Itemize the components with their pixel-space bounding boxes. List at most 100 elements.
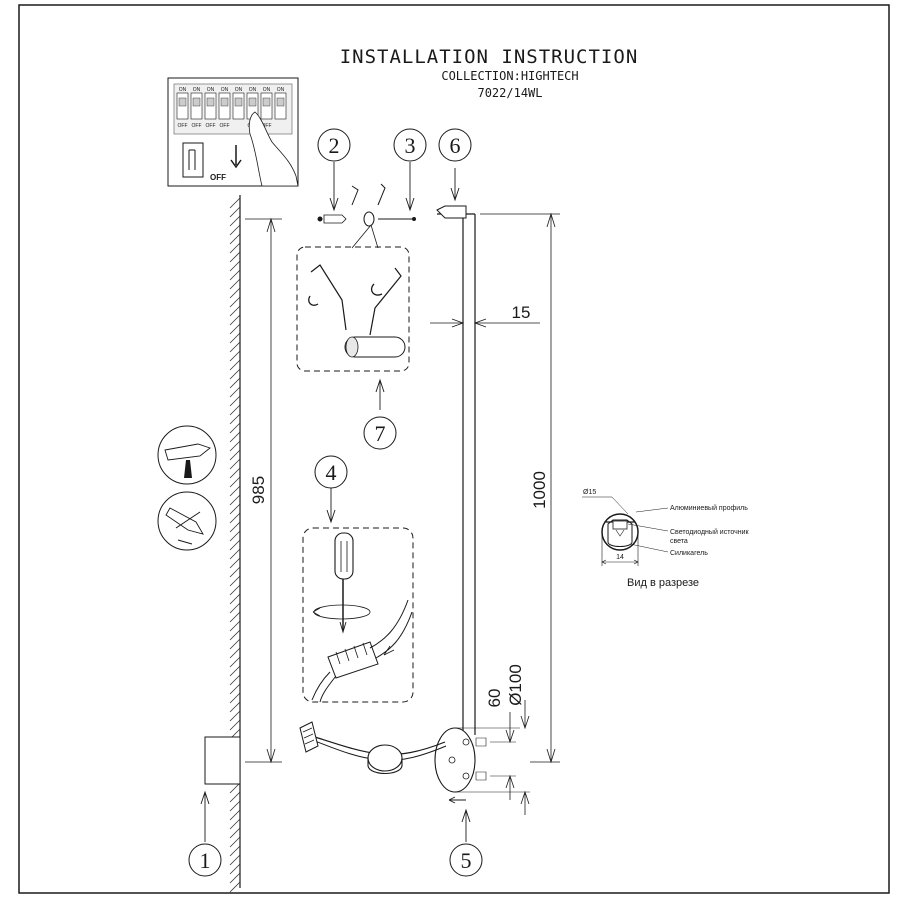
- cross-section-width: 14: [616, 554, 624, 561]
- wall-hatching: [229, 197, 241, 893]
- hatch-line: [229, 323, 241, 335]
- callout-1: 1: [188, 843, 222, 877]
- cross-section-diameter: Ø15: [583, 489, 596, 496]
- hatch-line: [229, 575, 241, 587]
- hatch-line: [229, 413, 241, 425]
- breaker-on-label: ON: [235, 87, 243, 93]
- hatch-line: [229, 629, 241, 641]
- hatch-line: [229, 305, 241, 317]
- hatch-line: [229, 485, 241, 497]
- breaker-off-label: OFF: [262, 123, 272, 129]
- breaker-toggle: [276, 97, 285, 107]
- callout-5-number: 5: [461, 848, 472, 873]
- base-diameter-label: Ø100: [506, 664, 525, 706]
- callout-6-number: 6: [450, 133, 461, 158]
- page-border: [18, 4, 890, 894]
- hex-key-illustration: [308, 264, 406, 358]
- hatch-line: [229, 863, 241, 875]
- breaker-off-label: OFF: [178, 123, 188, 129]
- hatch-line: [229, 386, 241, 398]
- hatch-line: [229, 818, 241, 830]
- breaker-on-label: ON: [249, 87, 257, 93]
- label-led-source-2: света: [670, 538, 688, 545]
- main-off-label: OFF: [210, 173, 226, 182]
- hatch-line: [229, 440, 241, 452]
- breaker-on-label: ON: [179, 87, 187, 93]
- hatch-line: [229, 242, 241, 254]
- hatch-line: [229, 530, 241, 542]
- breaker-toggle: [220, 97, 229, 107]
- hatch-line: [229, 548, 241, 560]
- callout-4-number: 4: [326, 460, 337, 485]
- hatch-line: [229, 503, 241, 515]
- wall-mount-box: [204, 736, 241, 785]
- hatch-line: [229, 791, 241, 803]
- wall: [229, 195, 241, 893]
- hatch-line: [229, 845, 241, 857]
- detail-panel-hexkey: [296, 246, 410, 372]
- callout-5: 5: [449, 843, 483, 877]
- detail-leader: [370, 224, 379, 249]
- cross-section-caption: Вид в разрезе: [627, 577, 699, 589]
- breaker-on-label: ON: [221, 87, 229, 93]
- cut-warning-icon: [157, 491, 217, 551]
- breaker-off-label: OFF: [206, 123, 216, 129]
- mounting-hardware: [317, 183, 416, 227]
- breaker-toggle: [248, 97, 257, 107]
- hatch-line: [229, 332, 241, 344]
- hatch-line: [229, 368, 241, 380]
- length-label: 1000: [530, 471, 549, 509]
- drill-warning-icon: [157, 425, 217, 485]
- breaker-toggle: [178, 97, 187, 107]
- off-arrow-icon: [230, 145, 242, 169]
- callout-arrows: [200, 162, 471, 842]
- hatch-line: [229, 449, 241, 461]
- wall-height-label: 985: [249, 476, 268, 504]
- hatch-line: [229, 584, 241, 596]
- breaker-on-label: ON: [193, 87, 201, 93]
- hatch-line: [229, 701, 241, 713]
- hatch-line: [229, 638, 241, 650]
- width-label: 15: [512, 303, 531, 322]
- hatch-line: [229, 287, 241, 299]
- hatch-line: [229, 404, 241, 416]
- breaker-off-label: OFF: [220, 123, 230, 129]
- length-dimension: [480, 212, 560, 764]
- hatch-line: [229, 620, 241, 632]
- detail-leader-2: [351, 224, 372, 249]
- model-label: 7022/14WL: [477, 86, 542, 100]
- callout-6: 6: [438, 128, 472, 162]
- callout-1-number: 1: [200, 848, 211, 873]
- collection-label: COLLECTION:HIGHTECH: [441, 69, 578, 83]
- hatch-line: [229, 377, 241, 389]
- screwdriver-illustration: [312, 532, 371, 634]
- hatch-line: [229, 458, 241, 470]
- detail-panel-wiring: [302, 527, 414, 703]
- breaker-toggle: [262, 97, 271, 107]
- hatch-line: [229, 800, 241, 812]
- cross-section-view: [582, 496, 669, 566]
- base-dimensions: [505, 700, 530, 815]
- callout-2: 2: [317, 128, 351, 162]
- hatch-line: [229, 566, 241, 578]
- hatch-line: [229, 674, 241, 686]
- hatch-line: [229, 665, 241, 677]
- hatch-line: [229, 494, 241, 506]
- base-plate: [434, 727, 530, 793]
- label-aluminium-profile: Алюминиевый профиль: [670, 504, 748, 512]
- breaker-panel: ONOFFONOFFONOFFONOFFONONOFFONOFFON OFF: [167, 77, 299, 187]
- terminal-block-illustration: [311, 599, 413, 703]
- callout-3: 3: [393, 128, 427, 162]
- hatch-line: [229, 521, 241, 533]
- hatch-line: [229, 341, 241, 353]
- hatch-line: [229, 278, 241, 290]
- breaker-on-label: ON: [263, 87, 271, 93]
- main-switch: [182, 142, 204, 178]
- hatch-line: [229, 260, 241, 272]
- hatch-line: [229, 233, 241, 245]
- hatch-line: [229, 647, 241, 659]
- hatch-line: [229, 593, 241, 605]
- callout-7-number: 7: [375, 421, 386, 446]
- hatch-line: [229, 476, 241, 488]
